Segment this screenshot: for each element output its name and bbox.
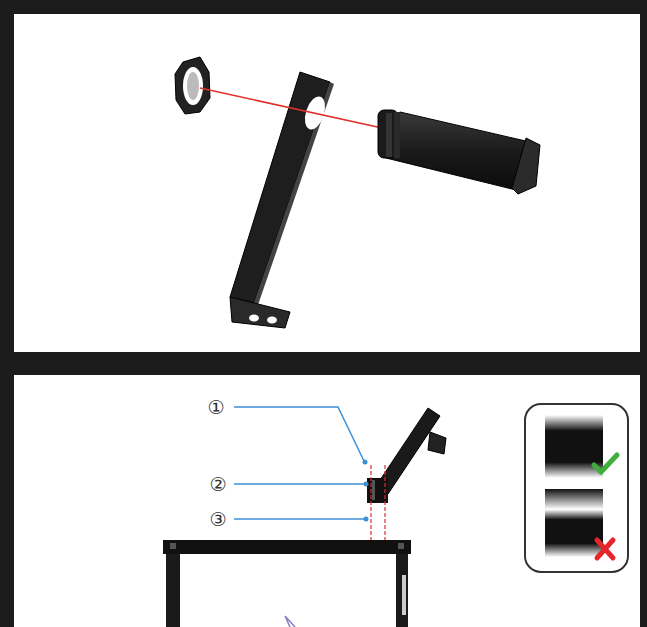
leader-dot — [363, 460, 369, 522]
mounted-bracket — [367, 408, 446, 503]
callout-number: ③ — [208, 510, 227, 529]
top-panel — [14, 14, 640, 352]
bolt-guide — [371, 465, 385, 540]
axis-line — [200, 88, 382, 128]
knob-handle — [378, 110, 540, 194]
hex-nut — [175, 57, 210, 114]
bracket — [230, 72, 334, 328]
inset — [525, 404, 628, 572]
callout-number: ② — [208, 475, 227, 494]
frame — [163, 540, 411, 627]
bottom-panel — [14, 375, 640, 627]
leader-line — [234, 407, 364, 519]
callout-number: ① — [206, 398, 225, 417]
